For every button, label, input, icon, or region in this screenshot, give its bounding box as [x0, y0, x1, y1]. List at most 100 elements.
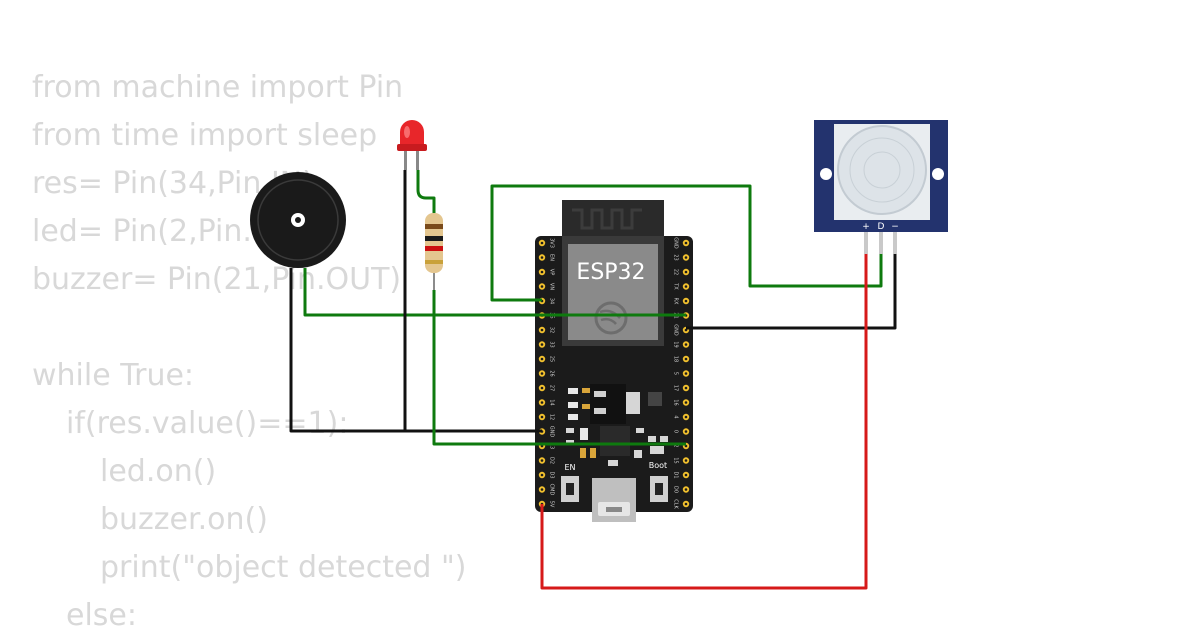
smd-part [582, 404, 590, 409]
board-pin-label: 26 [549, 370, 555, 376]
code-line: from machine import Pin [32, 70, 404, 105]
code-line: from time import sleep [32, 118, 378, 153]
smd-part [660, 436, 668, 442]
smd-part [566, 428, 574, 433]
board-pin-hole [684, 459, 688, 462]
boot-button-label: Boot [649, 461, 667, 470]
board-pin-label: 25 [549, 356, 555, 362]
smd-part [580, 428, 588, 440]
smd-part [626, 392, 640, 414]
esp32-board[interactable]: ESP32 EN Boot [535, 200, 693, 522]
board-pin-label: 17 [673, 385, 679, 391]
smd-part [636, 428, 644, 433]
board-pin-hole [540, 357, 544, 361]
regulator-pad [594, 391, 606, 397]
board-pin-label: VN [549, 283, 555, 290]
code-line: while True: [32, 358, 195, 393]
board-pin-hole [684, 430, 688, 433]
board-pin-hole [540, 270, 544, 274]
wire-buzzer-to-gnd[interactable] [289, 268, 542, 433]
pir-pin-label-data: D [878, 222, 885, 232]
board-pin-hole [684, 285, 688, 288]
led-leg-left [404, 148, 407, 170]
board-pin-label: 32 [549, 327, 555, 333]
smd-chip [648, 392, 662, 406]
board-pin-label: TX [673, 282, 679, 290]
board-pin-hole [540, 459, 544, 462]
smd-part [568, 402, 578, 408]
board-pin-label: D1 [673, 471, 679, 478]
board-pin-hole [540, 285, 544, 288]
led-highlight [404, 126, 410, 138]
board-pin-hole [684, 473, 688, 477]
board-pin-label: RX [673, 298, 679, 305]
board-pin-label: 18 [673, 356, 679, 362]
wire-pir-vcc-to-5v[interactable] [540, 254, 868, 590]
board-pin-label: 5V [549, 501, 555, 508]
board-pin-label: 16 [673, 399, 679, 405]
board-pin-hole [684, 241, 688, 245]
board-pin-label: 23 [673, 254, 679, 260]
led-leg-right [416, 148, 419, 170]
boot-button-cap [655, 483, 663, 495]
buzzer[interactable] [250, 172, 346, 268]
board-pin-label: 27 [549, 385, 555, 391]
pir-dome [837, 125, 927, 215]
module-shield [568, 244, 658, 340]
wire-pir-data-to-gpio34[interactable] [490, 184, 883, 302]
resistor-band-1 [425, 224, 443, 229]
board-name: ESP32 [576, 260, 645, 285]
resistor-band-2 [425, 236, 443, 241]
board-pin-label: D0 [673, 486, 679, 493]
board-pin-label: 15 [673, 457, 679, 463]
code-line: led.on() [100, 454, 217, 489]
wire-pir-gnd-to-gnd[interactable] [686, 254, 897, 330]
smd-part [580, 448, 586, 458]
smd-part [568, 414, 578, 420]
led-lens [400, 120, 424, 146]
resistor[interactable] [425, 200, 443, 290]
code-line: print("object detected ") [100, 550, 467, 585]
board-pin-label: 14 [549, 399, 555, 405]
code-line: if(res.value()==1): [66, 406, 349, 441]
smd-part [634, 450, 642, 458]
board-pin-hole [540, 473, 544, 477]
board-pin-label: GND [673, 237, 679, 249]
red-led[interactable] [397, 120, 427, 170]
smd-part [582, 388, 590, 393]
board-pin-hole [684, 270, 688, 274]
en-button-label: EN [564, 463, 575, 472]
board-pin-hole [684, 299, 688, 303]
board-pin-label: 13 [549, 443, 555, 449]
board-pin-label: 33 [549, 341, 555, 347]
board-pin-hole [684, 343, 688, 346]
board-pin-label: VP [549, 269, 555, 275]
wire-resistor-to-gpio2[interactable] [432, 290, 686, 446]
pir-dome-ring [849, 137, 915, 203]
board-pin-label: 12 [549, 414, 555, 420]
board-pin-hole [540, 386, 544, 390]
board-pin-label: 5 [673, 372, 679, 375]
board-pin-hole [540, 415, 544, 419]
pir-sensor[interactable]: + D − [814, 120, 948, 254]
resistor-band-3 [425, 246, 443, 251]
board-pin-hole [684, 357, 688, 361]
board-pin-label: EN [549, 254, 555, 261]
pir-pin-vcc [864, 232, 868, 254]
code-line: buzzer.on() [100, 502, 268, 537]
pir-mount-hole-left [820, 168, 832, 180]
code-line: else: [66, 598, 137, 633]
board-pin-label: GND [549, 426, 555, 438]
pir-pin-label-vcc: + [862, 222, 870, 232]
smd-part [590, 448, 596, 458]
board-pin-label: CMD [549, 484, 555, 496]
board-pin-label: 34 [549, 298, 555, 304]
board-pin-hole [684, 386, 688, 390]
board-pin-hole [540, 328, 544, 332]
wire-led-anode-to-resistor[interactable] [416, 170, 436, 213]
buzzer-hole-center [295, 217, 301, 223]
wire-buzzer-to-gpio21[interactable] [303, 268, 686, 317]
pir-pin-label-gnd: − [891, 222, 899, 232]
